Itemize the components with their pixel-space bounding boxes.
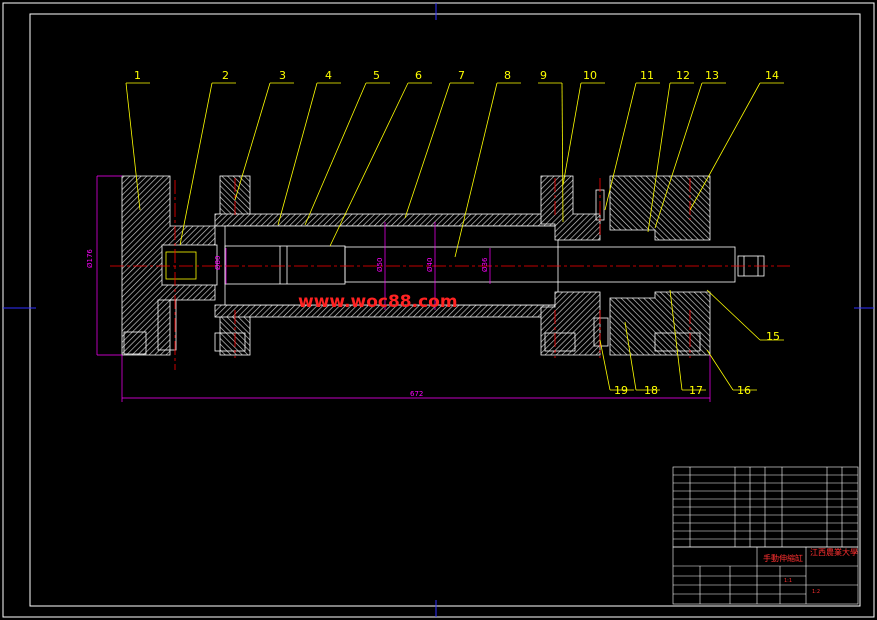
right-end-cap-low (540, 291, 601, 356)
barrel-top (214, 213, 561, 227)
part-label-4: 4 (325, 69, 332, 82)
part-number-labels: 1 2 3 4 5 6 7 8 9 10 11 12 13 14 15 16 1… (134, 69, 780, 397)
dim-bore-2: Ø50 (376, 258, 384, 272)
right-end-cap (540, 175, 601, 241)
part-label-7: 7 (458, 69, 465, 82)
organization-name: 江西農業大學 (810, 547, 858, 557)
bolt-mid (544, 332, 576, 352)
right-housing (609, 175, 711, 241)
part-label-8: 8 (504, 69, 511, 82)
piston-rod (344, 246, 736, 283)
sheet-value: 1:2 (812, 589, 820, 595)
part-label-2: 2 (222, 69, 229, 82)
scale-value: 1:1 (784, 578, 792, 584)
left-screw (165, 251, 197, 280)
drawing-title: 手動伸縮缸 (763, 553, 803, 563)
part-label-14: 14 (765, 69, 779, 82)
part-label-3: 3 (279, 69, 286, 82)
dim-bore-3: Ø40 (426, 258, 434, 272)
parts-list-table (672, 466, 859, 548)
bolt-left (123, 331, 147, 355)
bolt-mid-left (214, 332, 246, 352)
part-label-16: 16 (737, 384, 751, 397)
part-label-13: 13 (705, 69, 719, 82)
dim-total-length: 672 (410, 390, 423, 398)
centerlines (110, 178, 790, 370)
centering-marks (3, 3, 874, 617)
cylinder-section (121, 175, 765, 356)
part-label-10: 10 (583, 69, 597, 82)
leader-lines (125, 82, 784, 391)
dim-bore-1: Ø80 (214, 256, 222, 270)
right-housing-low (609, 291, 711, 356)
dim-outer-diameter: Ø176 (86, 249, 94, 268)
part-label-11: 11 (640, 69, 654, 82)
dim-rod: Ø36 (481, 257, 489, 272)
part-label-19: 19 (614, 384, 628, 397)
part-label-18: 18 (644, 384, 658, 397)
part-label-1: 1 (134, 69, 141, 82)
watermark: www.woc88.com (298, 292, 458, 312)
dimension-lines (96, 175, 711, 402)
drawing-frame (29, 13, 861, 607)
stud-left (157, 299, 177, 351)
part-label-6: 6 (415, 69, 422, 82)
part-label-5: 5 (373, 69, 380, 82)
part-label-17: 17 (689, 384, 703, 397)
title-block (672, 546, 859, 605)
part-label-12: 12 (676, 69, 690, 82)
barrel-bore (224, 225, 559, 306)
part-label-9: 9 (540, 69, 547, 82)
part-label-15: 15 (766, 330, 780, 343)
